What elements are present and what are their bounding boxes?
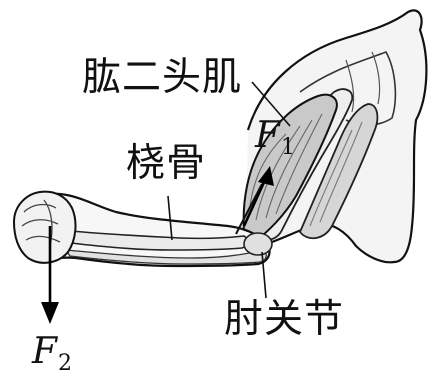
elbow-joint-shape (244, 233, 272, 255)
f1-subscript: 1 (281, 135, 295, 160)
f2-symbol: F (32, 331, 57, 372)
f1-symbol: F (255, 115, 280, 156)
radius-label: 桡骨 (126, 144, 206, 183)
elbow-joint-text: 肘关节 (224, 297, 344, 342)
f1-label: F1 (255, 118, 295, 159)
elbow-joint-label: 肘关节 (224, 300, 344, 339)
f2-subscript: 2 (58, 351, 72, 376)
hand-fist (14, 192, 75, 263)
f2-arrowhead (41, 302, 59, 324)
biceps-label: 肱二头肌 (82, 58, 242, 97)
f2-label: F2 (32, 334, 72, 375)
